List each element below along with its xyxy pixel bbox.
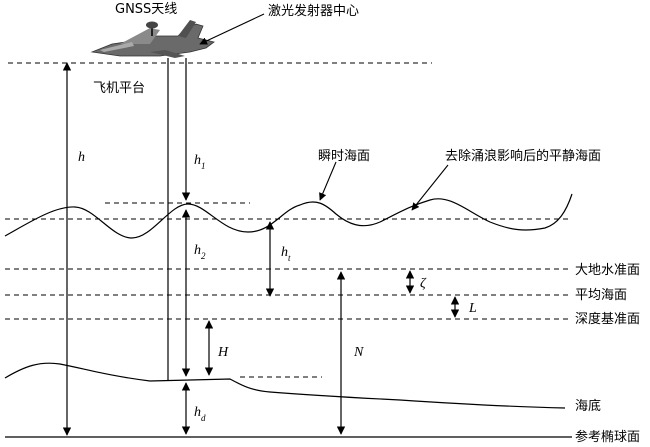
calm-sea-label: 去除涌浪影响后的平静海面: [445, 148, 601, 164]
h1-subscript: 1: [201, 161, 206, 171]
L-symbol: L: [468, 301, 477, 316]
mean-sea-label: 平均海面: [575, 288, 627, 303]
h1-symbol: h: [194, 153, 201, 168]
hd-symbol: h: [194, 405, 201, 420]
H-symbol: H: [217, 345, 229, 360]
laser-center-pointer: [199, 13, 265, 45]
ht-subscript: t: [288, 253, 291, 263]
aircraft-platform-label: 飞机平台: [93, 81, 145, 96]
laser-center-label: 激光发射器中心: [268, 3, 359, 19]
instant-sea-curve: [4, 193, 573, 239]
ht-symbol: h: [281, 245, 288, 260]
aircraft-icon: [90, 20, 215, 58]
seabed-label: 海底: [575, 398, 601, 414]
gnss-antenna-icon: [146, 21, 158, 36]
depth-datum-label: 深度基准面: [575, 311, 640, 327]
hd-subscript: d: [201, 413, 206, 423]
instant-sea-pointer: [319, 161, 337, 201]
h2-symbol: h: [194, 243, 201, 258]
N-symbol: N: [353, 345, 364, 360]
instant-sea-label: 瞬时海面: [318, 149, 370, 164]
h-symbol: h: [78, 150, 85, 165]
seabed-curve: [4, 362, 566, 409]
calm-sea-pointer: [411, 164, 449, 211]
zeta-symbol: ζ: [420, 276, 427, 291]
h2-subscript: 2: [201, 251, 206, 261]
geoid-label: 大地水准面: [575, 263, 640, 278]
ellipsoid-label: 参考椭球面: [575, 429, 640, 445]
gnss-antenna-label: GNSS天线: [115, 2, 177, 17]
